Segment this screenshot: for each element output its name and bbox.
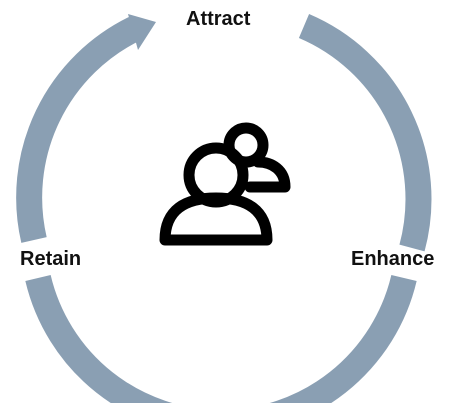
arrow-head-icon <box>128 14 156 50</box>
ring-segment-retain-attract <box>16 16 142 243</box>
users-group-icon <box>159 122 291 246</box>
ring-segment-attract-enhance <box>298 14 432 252</box>
ring-segment-enhance-retain <box>25 275 417 403</box>
label-retain: Retain <box>20 248 82 270</box>
label-enhance: Enhance <box>351 248 435 270</box>
cycle-ring <box>16 14 432 403</box>
label-attract: Attract <box>186 8 251 30</box>
